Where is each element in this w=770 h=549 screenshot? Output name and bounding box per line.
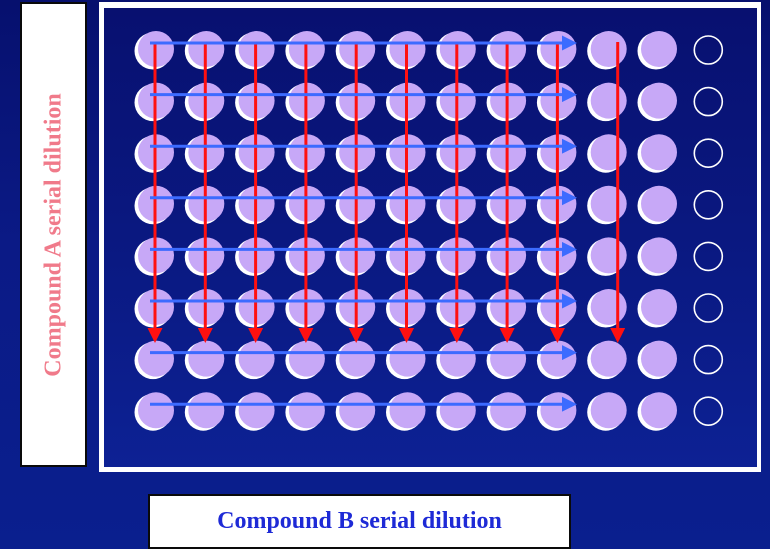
- well-r7-c3: [235, 340, 275, 380]
- well-r7-c10: [587, 340, 627, 380]
- well-r8-c4: [285, 392, 325, 431]
- well-r1-c11: [637, 31, 677, 70]
- well-r4-c10: [587, 185, 627, 225]
- well-r4-c12: [693, 190, 724, 220]
- well-r2-c11: [637, 82, 677, 122]
- well-r8-c12: [693, 396, 724, 427]
- well-r7-c4: [285, 340, 325, 380]
- well-r7-c2: [184, 340, 225, 380]
- well-r7-c1: [134, 340, 174, 380]
- compound-a-label-box: Compound A serial dilution: [20, 2, 87, 467]
- well-r6-c12: [693, 293, 724, 323]
- well-r3-c11: [637, 134, 677, 173]
- well-r7-c11: [637, 340, 677, 380]
- well-r8-c6: [386, 392, 426, 431]
- well-r8-c9: [536, 392, 577, 431]
- well-r5-c11: [637, 237, 677, 276]
- wells: [134, 31, 724, 431]
- well-r4-c11: [637, 185, 677, 225]
- well-r1-c10: [587, 31, 627, 70]
- well-r6-c11: [637, 289, 677, 328]
- well-r8-c1: [134, 392, 174, 431]
- well-r6-c10: [587, 289, 627, 328]
- well-r5-c12: [693, 241, 724, 272]
- well-r7-c7: [436, 340, 476, 380]
- compound-b-label: Compound B serial dilution: [217, 508, 502, 534]
- well-r7-c6: [386, 340, 426, 380]
- vertical-dilution-arrows: [147, 42, 626, 343]
- well-r8-c3: [235, 392, 275, 431]
- compound-b-label-box: Compound B serial dilution: [148, 494, 571, 549]
- well-r3-c12: [693, 138, 724, 168]
- well-r7-c12: [693, 344, 724, 375]
- well-r7-c5: [335, 340, 376, 380]
- well-r8-c2: [184, 392, 225, 431]
- well-r1-c12: [693, 35, 724, 65]
- well-r5-c10: [587, 237, 627, 276]
- well-r2-c10: [587, 82, 627, 122]
- well-r3-c10: [587, 134, 627, 173]
- well-r8-c7: [436, 392, 476, 431]
- well-r8-c10: [587, 392, 627, 431]
- well-r8-c5: [335, 392, 376, 431]
- well-r8-c8: [486, 392, 527, 431]
- well-r7-c8: [486, 340, 527, 380]
- well-r8-c11: [637, 392, 677, 431]
- horizontal-dilution-arrows: [150, 35, 577, 412]
- well-r2-c12: [693, 86, 724, 117]
- well-r7-c9: [536, 340, 577, 380]
